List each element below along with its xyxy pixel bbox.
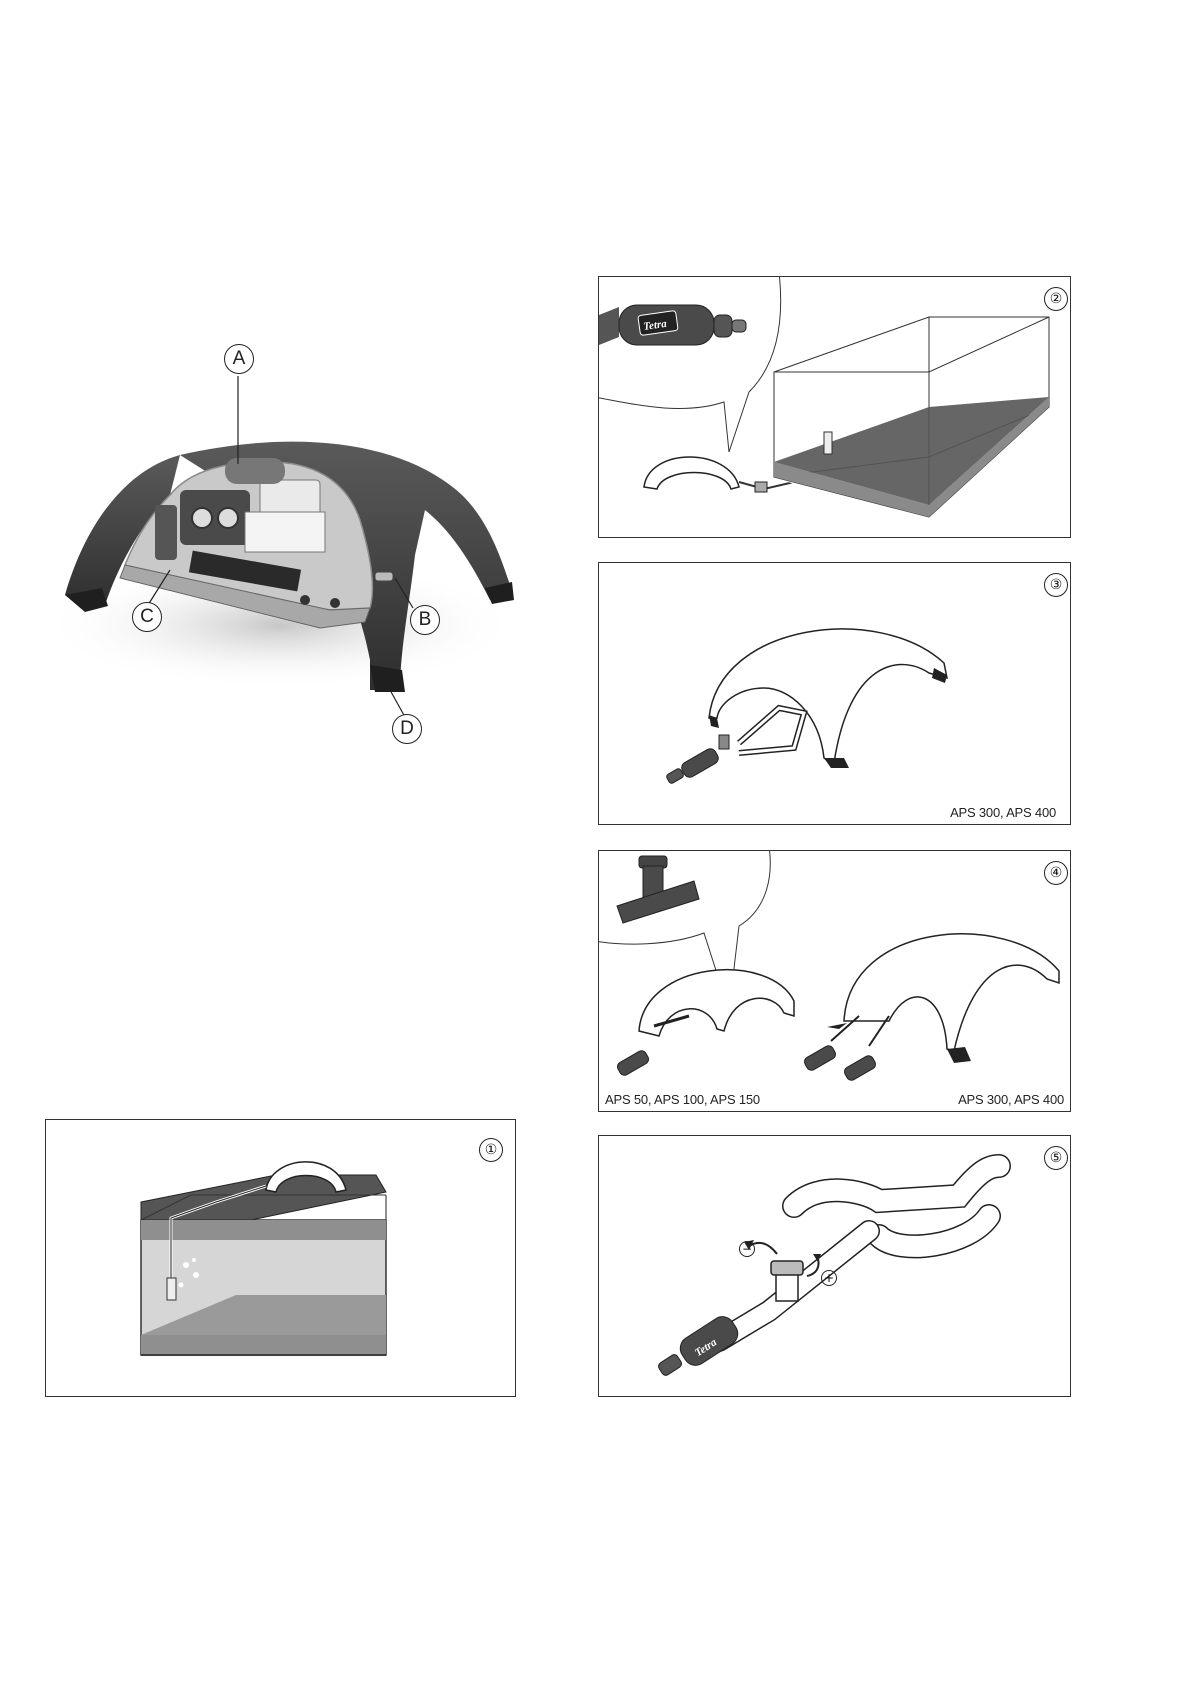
step-4-models-right: APS 300, APS 400	[958, 1092, 1064, 1107]
step-4-panel: ④ APS 50, APS 100, APS 150 APS 300, APS …	[598, 850, 1071, 1112]
callout-d: D	[392, 714, 422, 744]
air-tube-icon: Tetra	[599, 277, 1071, 538]
step-5-panel: Tetra − + ⑤	[598, 1135, 1071, 1397]
aquarium-icon	[46, 1120, 516, 1397]
control-valve-icon: Tetra	[599, 1136, 1071, 1397]
air-pump-cutaway-image	[30, 360, 530, 810]
step-number-3: ③	[1044, 573, 1068, 597]
callout-c: C	[132, 602, 162, 632]
valve-decrease-sign: −	[739, 1241, 755, 1257]
step-number-4: ④	[1044, 861, 1068, 885]
step-4-models-left: APS 50, APS 100, APS 150	[605, 1092, 760, 1107]
t-connector-icon	[599, 851, 1071, 1112]
pump-overview: A B C D	[30, 360, 530, 810]
step-number-5: ⑤	[1044, 1146, 1068, 1170]
step-number-1: ①	[479, 1138, 503, 1162]
callout-a: A	[224, 344, 254, 374]
check-valve-icon	[599, 563, 1071, 825]
valve-increase-sign: +	[821, 1270, 837, 1286]
callout-b: B	[410, 605, 440, 635]
step-1-panel: ①	[45, 1119, 516, 1397]
step-3-panel: ③ APS 300, APS 400	[598, 562, 1071, 825]
step-number-2: ②	[1044, 287, 1068, 311]
step-3-models: APS 300, APS 400	[950, 805, 1056, 820]
step-2-panel: Tetra ②	[598, 276, 1071, 538]
